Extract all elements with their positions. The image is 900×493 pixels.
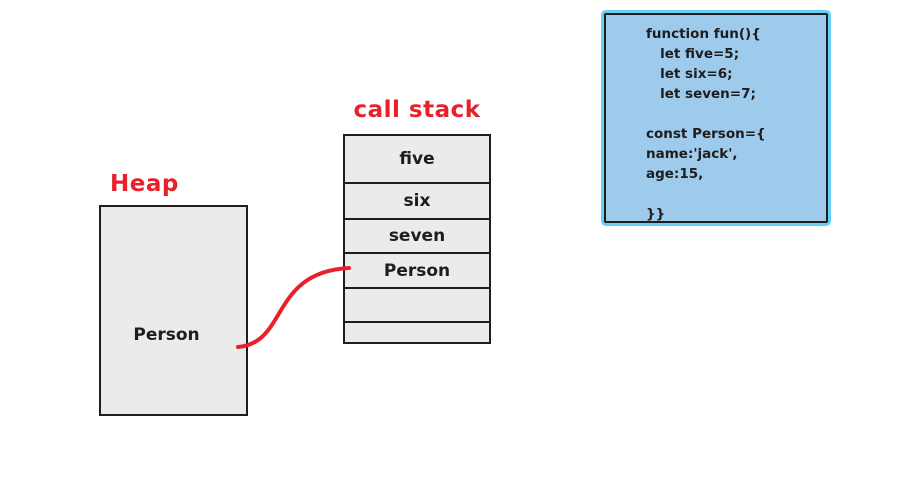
code-line: age:15, xyxy=(646,166,704,182)
code-line: let seven=7; xyxy=(646,86,756,102)
call-stack-row-five: five xyxy=(343,134,491,184)
call-stack-row-empty xyxy=(343,321,491,344)
code-line: let five=5; xyxy=(646,46,740,62)
code-line: name:'jack', xyxy=(646,146,738,162)
call-stack-row-label: five xyxy=(399,149,435,169)
code-line xyxy=(646,104,826,124)
code-line xyxy=(646,184,826,204)
call-stack-row-empty xyxy=(343,287,491,323)
code-card: function fun(){ let five=5; let six=6; l… xyxy=(604,13,828,223)
heap-person-label: Person xyxy=(133,325,200,345)
call-stack-box: five six seven Person xyxy=(343,134,491,344)
code-line: function fun(){ xyxy=(646,26,761,42)
call-stack-row-seven: seven xyxy=(343,218,491,254)
heap-box: Person xyxy=(99,205,248,416)
call-stack-row-label: seven xyxy=(388,226,446,246)
call-stack-title: call stack xyxy=(353,97,481,123)
call-stack-row-person: Person xyxy=(343,252,491,289)
call-stack-row-label: Person xyxy=(383,260,451,281)
connector-curve xyxy=(236,266,351,349)
call-stack-row-label: six xyxy=(403,191,431,211)
code-line: const Person={ xyxy=(646,126,766,142)
code-line: let six=6; xyxy=(646,66,733,82)
code-line: }} xyxy=(646,206,666,222)
call-stack-row-six: six xyxy=(343,182,491,220)
heap-title: Heap xyxy=(110,171,179,197)
